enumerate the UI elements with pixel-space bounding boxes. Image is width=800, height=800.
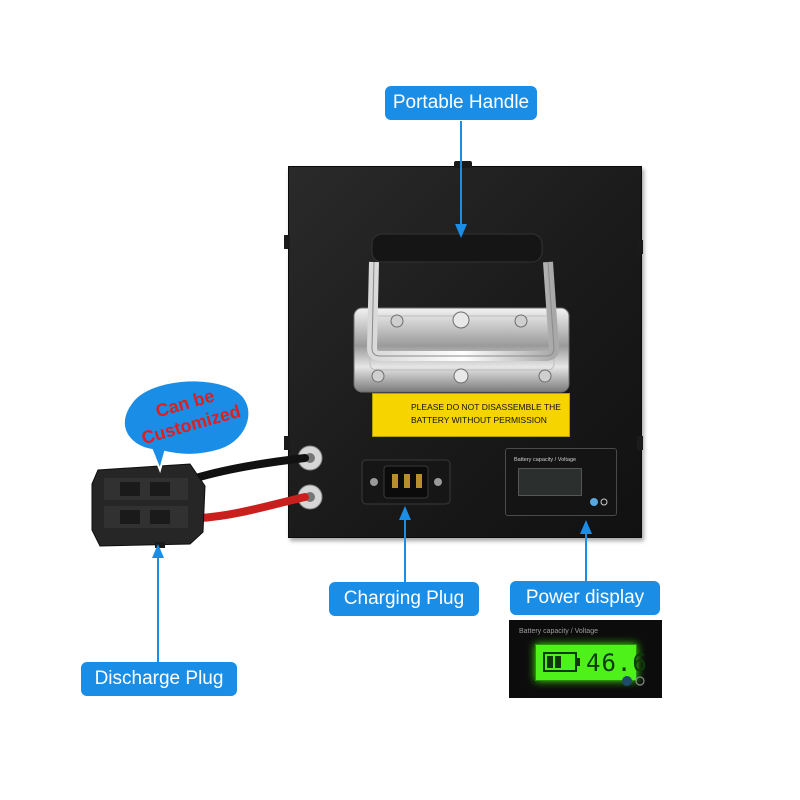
case-side-bump-left — [284, 235, 290, 249]
small-lcd-screen — [518, 468, 582, 496]
rivet-icon — [453, 368, 469, 384]
power-display-inset: Battery capacity / Voltage 46.6 — [509, 620, 662, 698]
portable-handle-label: Portable Handle — [385, 86, 537, 120]
rivet-icon — [538, 369, 552, 383]
case-side-bump-left-low — [284, 436, 290, 450]
rivet-icon — [371, 369, 385, 383]
display-panel-label: Battery capacity / Voltage — [514, 457, 577, 463]
charging-socket — [361, 459, 451, 505]
arrow-head-icon — [152, 544, 164, 558]
discharge-connector — [91, 463, 206, 548]
rivet-icon — [452, 311, 470, 329]
lit-lcd-screen: 46.6 — [535, 644, 647, 681]
handle-plate — [353, 307, 570, 393]
black-cable — [192, 454, 309, 482]
discharge-plug-label: Discharge Plug — [81, 662, 237, 696]
battery-bars-icon — [543, 652, 580, 672]
charging-plug-label: Charging Plug — [329, 582, 479, 616]
refresh-icon — [635, 676, 645, 686]
case-side-bump-right-low — [637, 436, 643, 450]
case-top-tab — [454, 161, 472, 168]
refresh-icon — [600, 498, 608, 506]
red-cable — [196, 493, 309, 522]
display-button-icon — [622, 676, 632, 686]
inset-label: Battery capacity / Voltage — [519, 628, 598, 635]
power-display-label: Power display — [510, 581, 660, 615]
arrow-head-icon — [580, 520, 592, 534]
arrow-head-icon — [399, 506, 411, 520]
rivet-icon — [514, 314, 528, 328]
case-side-bump-right — [637, 240, 643, 254]
speech-bubble — [122, 379, 251, 474]
warning-line-1: PLEASE DO NOT DISASSEMBLE THE — [411, 402, 561, 412]
handle-grip — [371, 233, 543, 263]
voltage-readout: 46.6 — [586, 649, 648, 677]
display-button-icon — [590, 498, 598, 506]
warning-label: PLEASE DO NOT DISASSEMBLE THE BATTERY WI… — [372, 393, 570, 437]
rivet-icon — [390, 314, 404, 328]
arrow-head-icon — [455, 224, 467, 238]
warning-line-2: BATTERY WITHOUT PERMISSION — [411, 415, 547, 425]
